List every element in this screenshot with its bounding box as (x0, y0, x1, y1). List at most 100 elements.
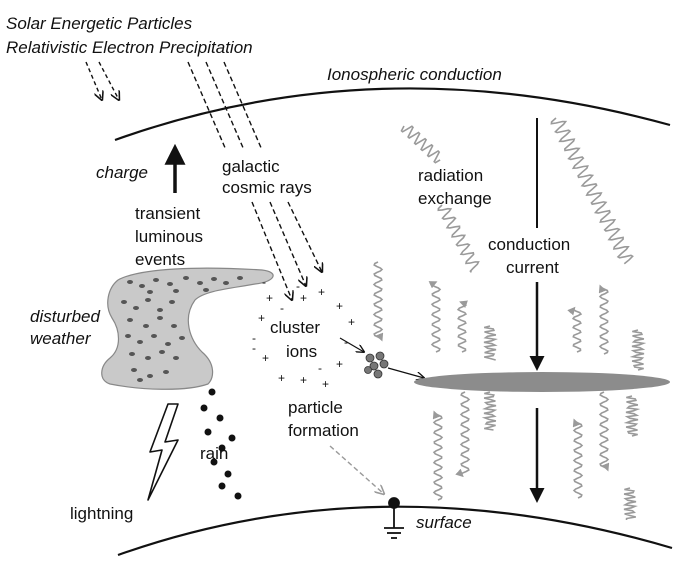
cluster-ions-label-2: ions (286, 342, 317, 361)
svg-text:+: + (258, 311, 265, 325)
radiation-wave (432, 410, 444, 501)
particle-formation-label-1: particle (288, 398, 343, 417)
particle-deposition-arrow (329, 445, 384, 494)
radiation-waves (372, 117, 647, 521)
charge-label: charge (96, 163, 148, 182)
svg-text:+: + (322, 377, 329, 391)
svg-text:+: + (336, 299, 343, 313)
transient-luminous-events-label-2: luminous (135, 227, 203, 246)
surface-label: surface (416, 513, 472, 532)
cloud-charge-dot (145, 356, 151, 360)
transient-luminous-events-label-1: transient (135, 204, 200, 223)
galactic-cosmic-rays-label-1: galactic (222, 157, 280, 176)
cloud-charge-dot (169, 300, 175, 304)
galactic-cosmic-rays-label-2: cosmic rays (222, 178, 312, 197)
cluster-ions-label-1: cluster (270, 318, 320, 337)
cloud-charge-dot (133, 306, 139, 310)
radiation-wave (550, 117, 634, 265)
radiation-wave (456, 300, 468, 353)
radiation-exchange-label-2: exchange (418, 189, 492, 208)
cloud-charge-dot (125, 334, 131, 338)
cluster-to-particle-arrow (339, 337, 364, 352)
svg-text:+: + (300, 373, 307, 387)
cosmic-ray-lines-upper (187, 61, 263, 151)
cloud-charge-dot (153, 278, 159, 282)
cloud-charge-dot (173, 289, 179, 293)
svg-text:-: - (296, 279, 300, 293)
cloud-charge-dot (159, 350, 165, 354)
svg-text:-: - (318, 361, 322, 375)
cloud-charge-dot (237, 276, 243, 280)
svg-text:+: + (336, 357, 343, 371)
svg-text:+: + (262, 351, 269, 365)
cloud-charge-dot (183, 276, 189, 280)
cosmic-ray-arrows-lower (251, 201, 322, 300)
radiation-wave (572, 418, 584, 499)
particle-formation-label-2: formation (288, 421, 359, 440)
radiation-wave (567, 306, 583, 353)
radiation-wave (629, 329, 647, 371)
ground-symbol-icon (384, 497, 404, 539)
svg-text:-: - (252, 331, 256, 345)
cloud-charge-dot (147, 290, 153, 294)
radiation-wave (481, 391, 498, 431)
svg-text:-: - (280, 301, 284, 315)
lightning-label: lightning (70, 504, 133, 523)
radiation-wave (372, 261, 384, 342)
cloud-charge-dot (127, 318, 133, 322)
radiation-wave (622, 487, 638, 521)
rain-drops (200, 388, 242, 500)
radiation-wave (598, 284, 610, 355)
cloud-charge-dot (151, 334, 157, 338)
cloud-charge-dot (179, 336, 185, 340)
cloud-charge-dot (223, 281, 229, 285)
disturbed-weather-label-1: disturbed (30, 307, 100, 326)
cloud-charge-dot (203, 288, 209, 292)
sep-arrows (85, 61, 119, 100)
conduction-current-label-2: current (506, 258, 559, 277)
surface-boundary (117, 505, 673, 557)
cloud-charge-dot (165, 342, 171, 346)
svg-text:+: + (348, 315, 355, 329)
radiation-exchange-label-1: radiation (418, 166, 483, 185)
cloud-charge-dot (139, 284, 145, 288)
cloud-charge-dots (121, 276, 243, 382)
svg-text:-: - (252, 341, 256, 355)
cloud-charge-dot (171, 324, 177, 328)
cloud-charge-dot (127, 280, 133, 284)
svg-text:+: + (278, 371, 285, 385)
cloud-charge-dot (163, 370, 169, 374)
ionosphere-boundary (114, 87, 671, 142)
solar-energetic-particles-label: Solar Energetic Particles (6, 14, 193, 33)
ionospheric-conduction-label: Ionospheric conduction (327, 65, 502, 84)
radiation-wave (400, 125, 441, 164)
cloud-charge-dot (157, 316, 163, 320)
radiation-wave (455, 391, 471, 478)
radiation-wave (483, 325, 498, 361)
cloud-charge-dot (157, 308, 163, 312)
cluster-ion-charges: +++ +-+ -+- +-- +++ --+ (252, 275, 355, 391)
cloud-charge-dot (129, 352, 135, 356)
disturbed-weather-label-2: weather (30, 329, 92, 348)
radiation-wave (428, 281, 442, 353)
cloud-charge-dot (197, 281, 203, 285)
relativistic-electron-precipitation-label: Relativistic Electron Precipitation (6, 38, 253, 57)
conduction-current-label-1: conduction (488, 235, 570, 254)
svg-text:-: - (262, 275, 266, 289)
radiation-wave (623, 395, 641, 437)
cloud-charge-dot (121, 300, 127, 304)
cloud-charge-dot (143, 324, 149, 328)
svg-text:+: + (318, 285, 325, 299)
cloud-charge-dot (131, 368, 137, 372)
cloud-charge-dot (167, 282, 173, 286)
svg-text:+: + (266, 291, 273, 305)
cloud-charge-dot (173, 356, 179, 360)
lightning-bolt-icon (147, 403, 179, 501)
storm-cloud (101, 267, 274, 390)
particle-to-layer-arrow (387, 367, 424, 378)
cloud-charge-dot (145, 298, 151, 302)
radiation-wave (437, 204, 480, 273)
cloud-charge-dot (211, 277, 217, 281)
cloud-charge-dot (137, 378, 143, 382)
